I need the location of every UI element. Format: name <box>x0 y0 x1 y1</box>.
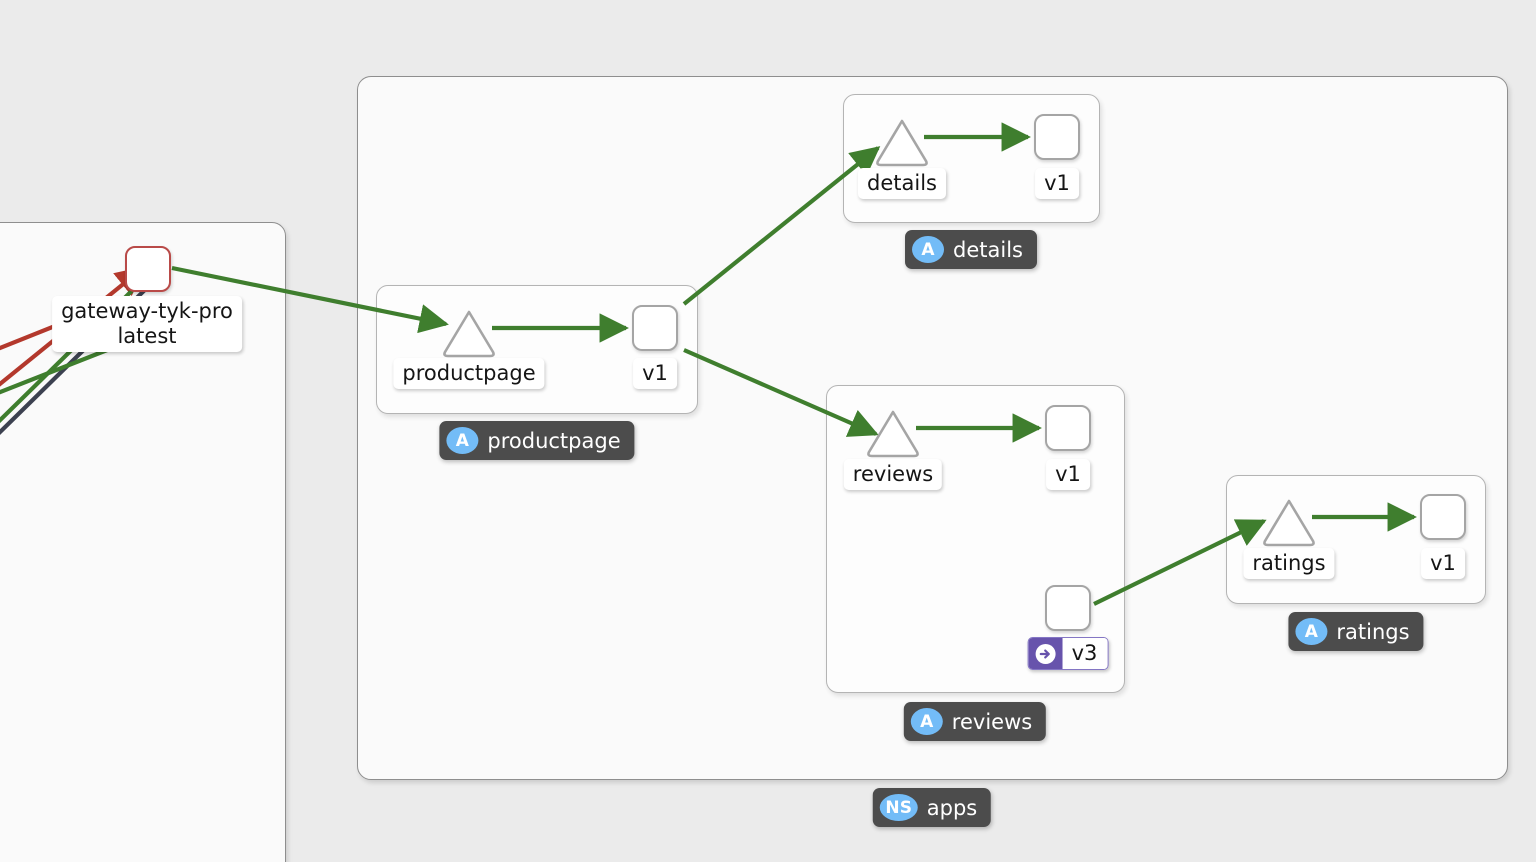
node-label-service-ratings: ratings <box>1243 548 1335 579</box>
app-badge-productpage[interactable]: A productpage <box>439 421 635 460</box>
node-label-service-details: details <box>858 168 946 199</box>
node-label-service-reviews: reviews <box>843 459 943 490</box>
node-service-productpage[interactable] <box>441 308 497 358</box>
node-label-details-v1: v1 <box>1035 168 1079 199</box>
node-service-details[interactable] <box>874 117 930 167</box>
node-label-ratings-v1: v1 <box>1421 548 1465 579</box>
app-badge-ratings[interactable]: A ratings <box>1288 612 1424 651</box>
app-badge-icon: A <box>912 236 945 263</box>
app-badge-label: ratings <box>1336 619 1410 644</box>
node-workload-reviews-v1[interactable] <box>1045 405 1091 451</box>
node-workload-ratings-v1[interactable] <box>1420 494 1466 540</box>
app-badge-label: productpage <box>487 428 621 453</box>
namespace-badge-apps[interactable]: NS apps <box>872 788 992 827</box>
node-label-service-productpage: productpage <box>393 358 545 389</box>
node-service-ratings[interactable] <box>1261 497 1317 547</box>
node-workload-reviews-v3[interactable] <box>1045 585 1091 631</box>
node-label-productpage-v1: v1 <box>633 358 677 389</box>
node-service-reviews[interactable] <box>865 408 921 458</box>
app-badge-icon: A <box>446 427 479 454</box>
app-badge-reviews[interactable]: A reviews <box>903 702 1047 741</box>
namespace-badge-label: apps <box>926 795 978 820</box>
node-label-reviews-v3[interactable]: v3 <box>1027 637 1109 670</box>
node-workload-details-v1[interactable] <box>1034 114 1080 160</box>
node-gateway-tyk-pro[interactable] <box>125 246 171 292</box>
app-badge-label: reviews <box>951 709 1033 734</box>
app-badge-label: details <box>953 237 1023 262</box>
app-badge-icon: A <box>1295 618 1328 645</box>
node-label-gateway: gateway-tyk-pro latest <box>52 296 242 352</box>
node-workload-productpage-v1[interactable] <box>632 305 678 351</box>
node-label-reviews-v1: v1 <box>1046 459 1090 490</box>
app-badge-details[interactable]: A details <box>905 230 1037 269</box>
app-badge-icon: A <box>910 708 943 735</box>
namespace-badge-icon: NS <box>879 794 918 821</box>
node-label-reviews-v3-text: v3 <box>1062 638 1108 669</box>
route-icon <box>1028 638 1063 669</box>
